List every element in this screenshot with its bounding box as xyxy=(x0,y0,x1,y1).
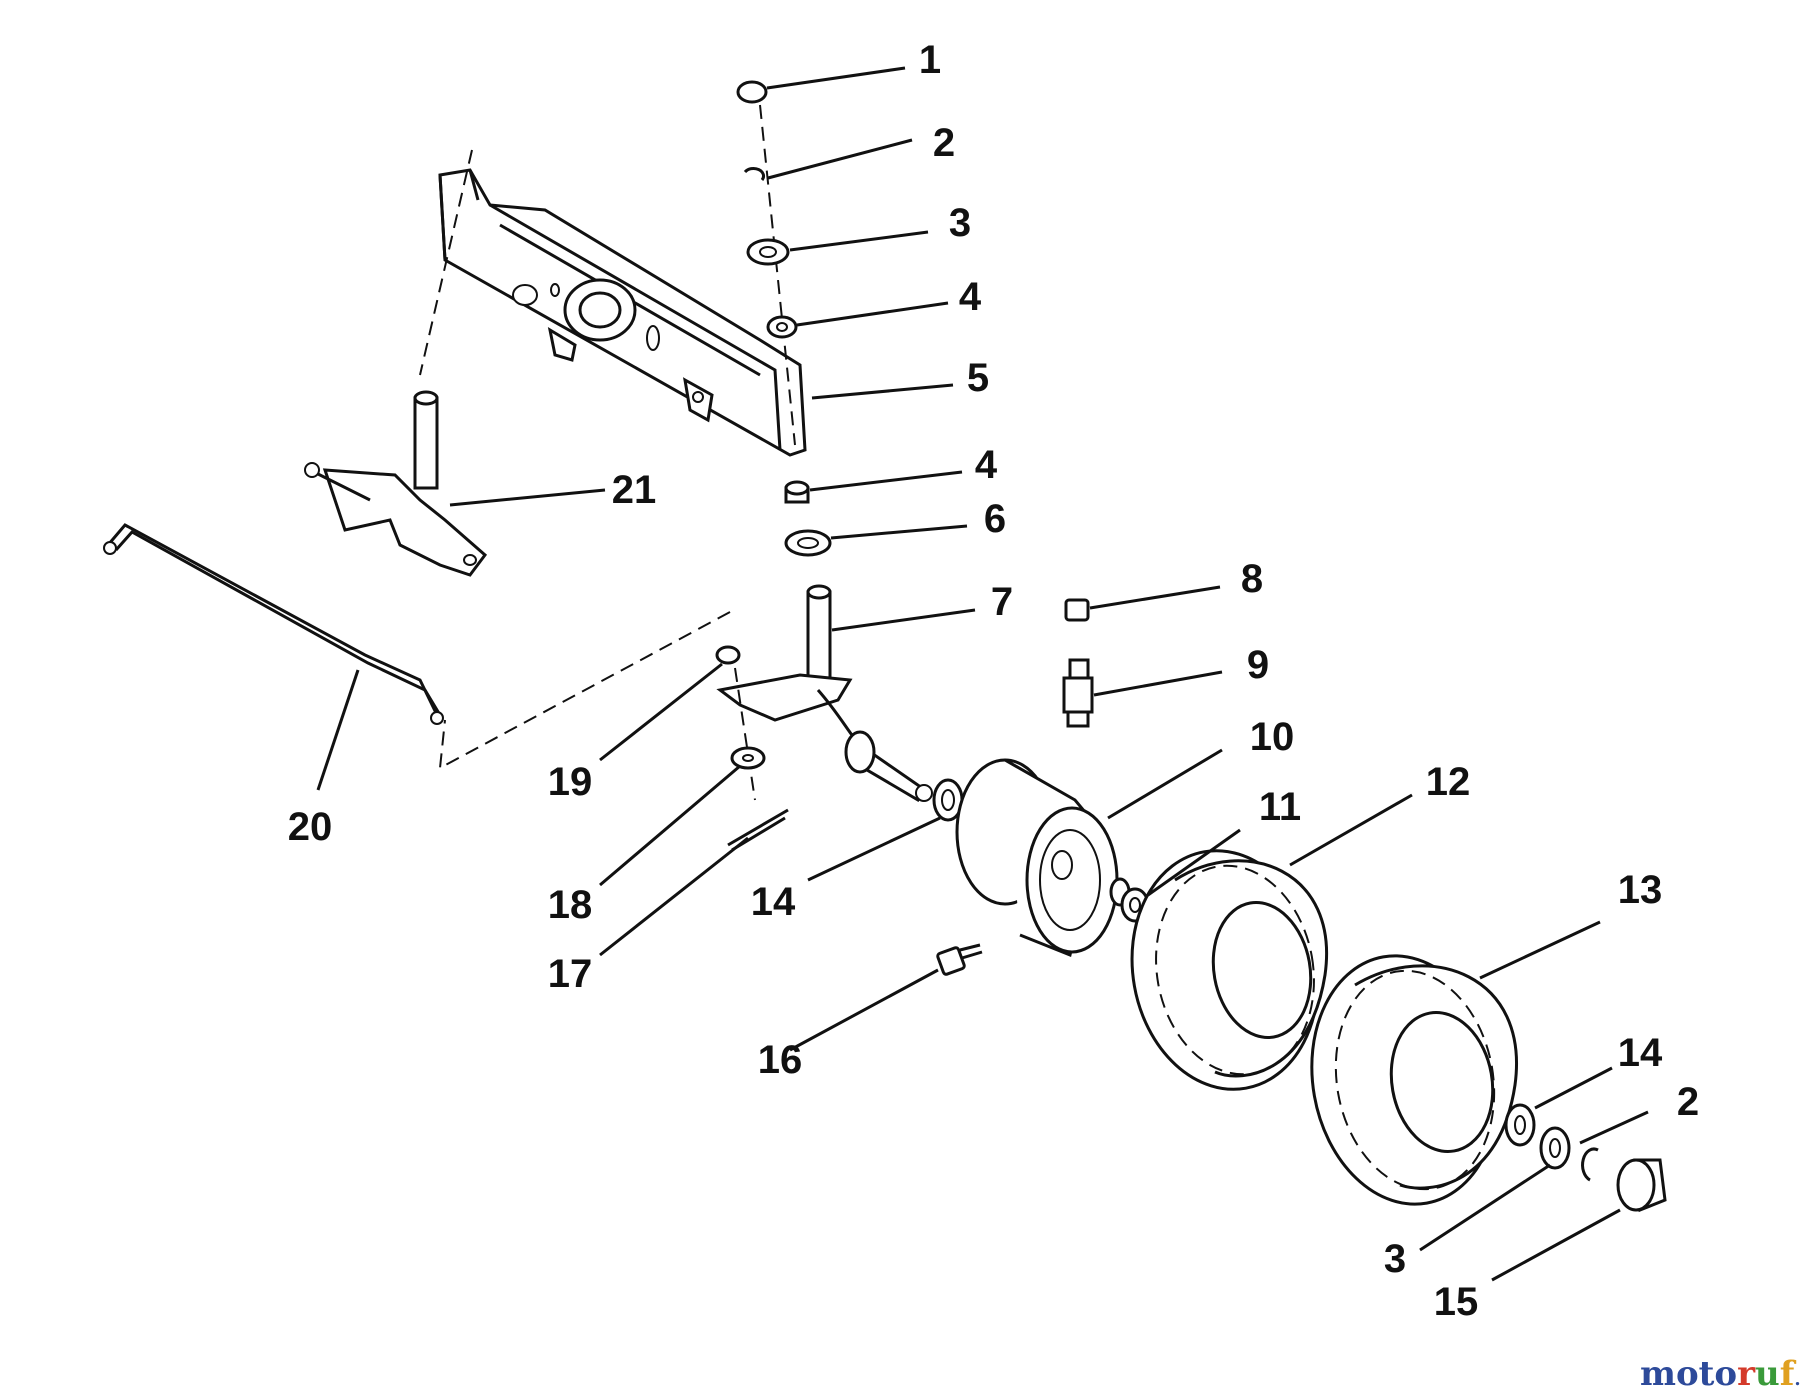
callout-6: 6 xyxy=(984,497,1006,541)
callout-20: 20 xyxy=(288,805,333,849)
leader-lines xyxy=(316,66,1649,1282)
callout-17: 17 xyxy=(548,952,593,996)
grease-fitting-part xyxy=(1062,658,1094,728)
callout-7: 7 xyxy=(991,580,1013,624)
callout-9: 9 xyxy=(1247,643,1269,687)
callout-3: 3 xyxy=(949,201,971,245)
callout-3-right: 3 xyxy=(1384,1237,1406,1281)
washer-flat-part xyxy=(730,746,766,770)
washer-lower-part xyxy=(784,529,832,557)
wheel-rim-part xyxy=(955,758,1119,958)
callout-12: 12 xyxy=(1426,760,1471,804)
tire-outer-part xyxy=(1310,954,1518,1206)
axis-line-lower xyxy=(734,667,756,801)
axis-line xyxy=(759,104,796,446)
callout-13: 13 xyxy=(1618,868,1663,912)
callout-18: 18 xyxy=(548,883,593,927)
callout-8: 8 xyxy=(1241,557,1263,601)
clip-part xyxy=(743,166,766,181)
spacer-right-part xyxy=(1504,1103,1536,1147)
callout-10: 10 xyxy=(1250,715,1295,759)
callout-15: 15 xyxy=(1434,1280,1479,1324)
hub-cap-part xyxy=(1616,1158,1667,1213)
bolt-part xyxy=(936,943,983,976)
clip-right-part xyxy=(1581,1147,1599,1182)
cotter-pin-part xyxy=(727,808,789,852)
washer-right-part xyxy=(1539,1126,1571,1170)
callout-16: 16 xyxy=(758,1038,803,1082)
bushing-lower-part xyxy=(784,480,810,504)
spindle-left-part xyxy=(304,390,488,577)
callout-1: 1 xyxy=(919,38,941,82)
watermark-logo: motoruf.de xyxy=(1640,1354,1800,1394)
callouts: 1 2 3 4 5 4 6 7 8 9 10 11 12 13 14 14 2 … xyxy=(288,38,1699,1324)
callout-14: 14 xyxy=(751,880,796,924)
drag-link-part xyxy=(103,523,444,725)
washer-small-part xyxy=(715,645,741,665)
callout-21: 21 xyxy=(612,468,657,512)
cap-nut-part xyxy=(1064,598,1090,622)
callout-11: 11 xyxy=(1259,785,1301,829)
assembly-line xyxy=(438,611,731,770)
bushing-part xyxy=(766,315,798,339)
axle-part xyxy=(438,168,807,457)
callout-14-right: 14 xyxy=(1618,1031,1663,1075)
cap-part xyxy=(736,80,768,104)
callout-2-right: 2 xyxy=(1677,1080,1699,1124)
callout-2: 2 xyxy=(933,121,955,165)
callout-4-lower: 4 xyxy=(975,443,998,487)
tire-inner-part xyxy=(1130,849,1329,1091)
spindle-right-part xyxy=(716,584,933,802)
callout-5: 5 xyxy=(967,356,989,400)
callout-4: 4 xyxy=(959,275,982,319)
center-line xyxy=(419,149,473,376)
callout-19: 19 xyxy=(548,760,593,804)
washer-part xyxy=(746,238,790,266)
